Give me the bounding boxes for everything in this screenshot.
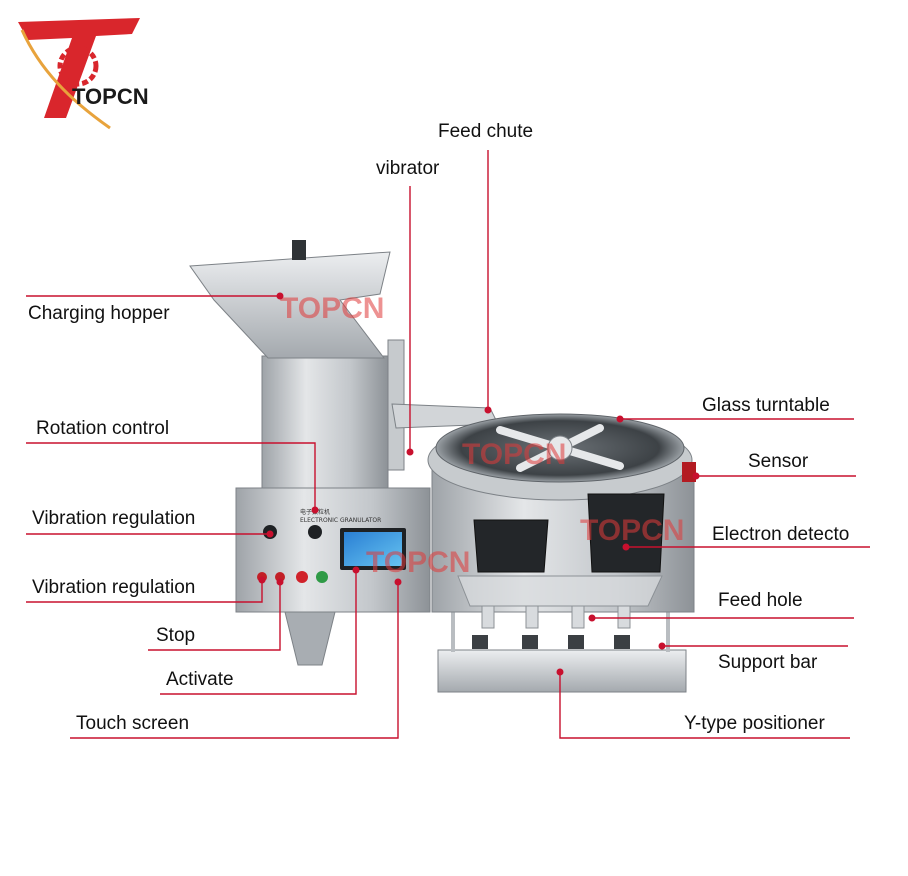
watermarks: TOPCN TOPCN TOPCN TOPCN xyxy=(280,292,684,579)
label-y-type-positioner: Y-type positioner xyxy=(684,713,826,734)
label-vibrator: vibrator xyxy=(376,158,440,179)
line-touch-screen xyxy=(70,582,399,739)
label-charging-hopper: Charging hopper xyxy=(28,303,170,324)
turntable-hub xyxy=(547,435,573,461)
touch-screen-display xyxy=(344,532,402,566)
logo-emblem-swoosh xyxy=(20,29,111,130)
rotation-knob xyxy=(308,525,322,539)
logo-gear-icon xyxy=(57,45,99,87)
label-electron-detecto: Electron detecto xyxy=(712,524,849,545)
line-activate xyxy=(160,570,357,695)
label-rotation-control: Rotation control xyxy=(36,418,169,439)
y-positioners xyxy=(472,635,630,649)
callout-labels: Feed chute vibrator Charging hopper Glas… xyxy=(28,121,849,734)
sensor-unit xyxy=(682,462,696,482)
line-rotation-control xyxy=(26,442,316,510)
logo-wordmark: TOPCN xyxy=(72,84,149,109)
brand-logo: TOPCN xyxy=(18,18,149,130)
label-touch-screen: Touch screen xyxy=(76,713,189,734)
label-sensor: Sensor xyxy=(748,451,809,472)
label-feed-chute: Feed chute xyxy=(438,121,533,142)
label-vibration-regulation-2: Vibration regulation xyxy=(32,577,195,598)
hopper-funnel xyxy=(189,251,391,359)
feed-funnels xyxy=(457,575,663,629)
label-feed-hole: Feed hole xyxy=(718,590,803,611)
label-vibration-regulation-1: Vibration regulation xyxy=(32,508,195,529)
line-y-type-positioner xyxy=(559,672,850,739)
label-stop: Stop xyxy=(156,625,195,646)
callout-lines xyxy=(26,150,870,739)
watermark-3: TOPCN xyxy=(580,514,684,547)
label-support-bar: Support bar xyxy=(718,652,818,673)
hopper-box xyxy=(261,355,389,489)
callout-dots xyxy=(258,292,700,676)
watermark-2: TOPCN xyxy=(462,438,566,471)
watermark-4: TOPCN xyxy=(366,546,470,579)
hopper-handle xyxy=(292,240,306,260)
detector-head-right xyxy=(587,493,665,573)
watermark-1: TOPCN xyxy=(280,292,384,325)
machine-illustration: 电子数粒机 ELECTRONIC GRANULATOR xyxy=(189,240,696,693)
start-button xyxy=(316,571,328,583)
label-activate: Activate xyxy=(166,669,234,690)
line-vibration-regulation-2 xyxy=(26,580,263,603)
panel-title-en: ELECTRONIC GRANULATOR xyxy=(300,517,381,524)
label-glass-turntable: Glass turntable xyxy=(702,395,830,416)
detector-head-left xyxy=(473,519,549,573)
logo-emblem-t xyxy=(18,18,140,118)
stop-button xyxy=(296,571,308,583)
cabinet-leg xyxy=(284,611,336,666)
line-stop xyxy=(148,582,281,651)
feed-button xyxy=(275,572,285,582)
